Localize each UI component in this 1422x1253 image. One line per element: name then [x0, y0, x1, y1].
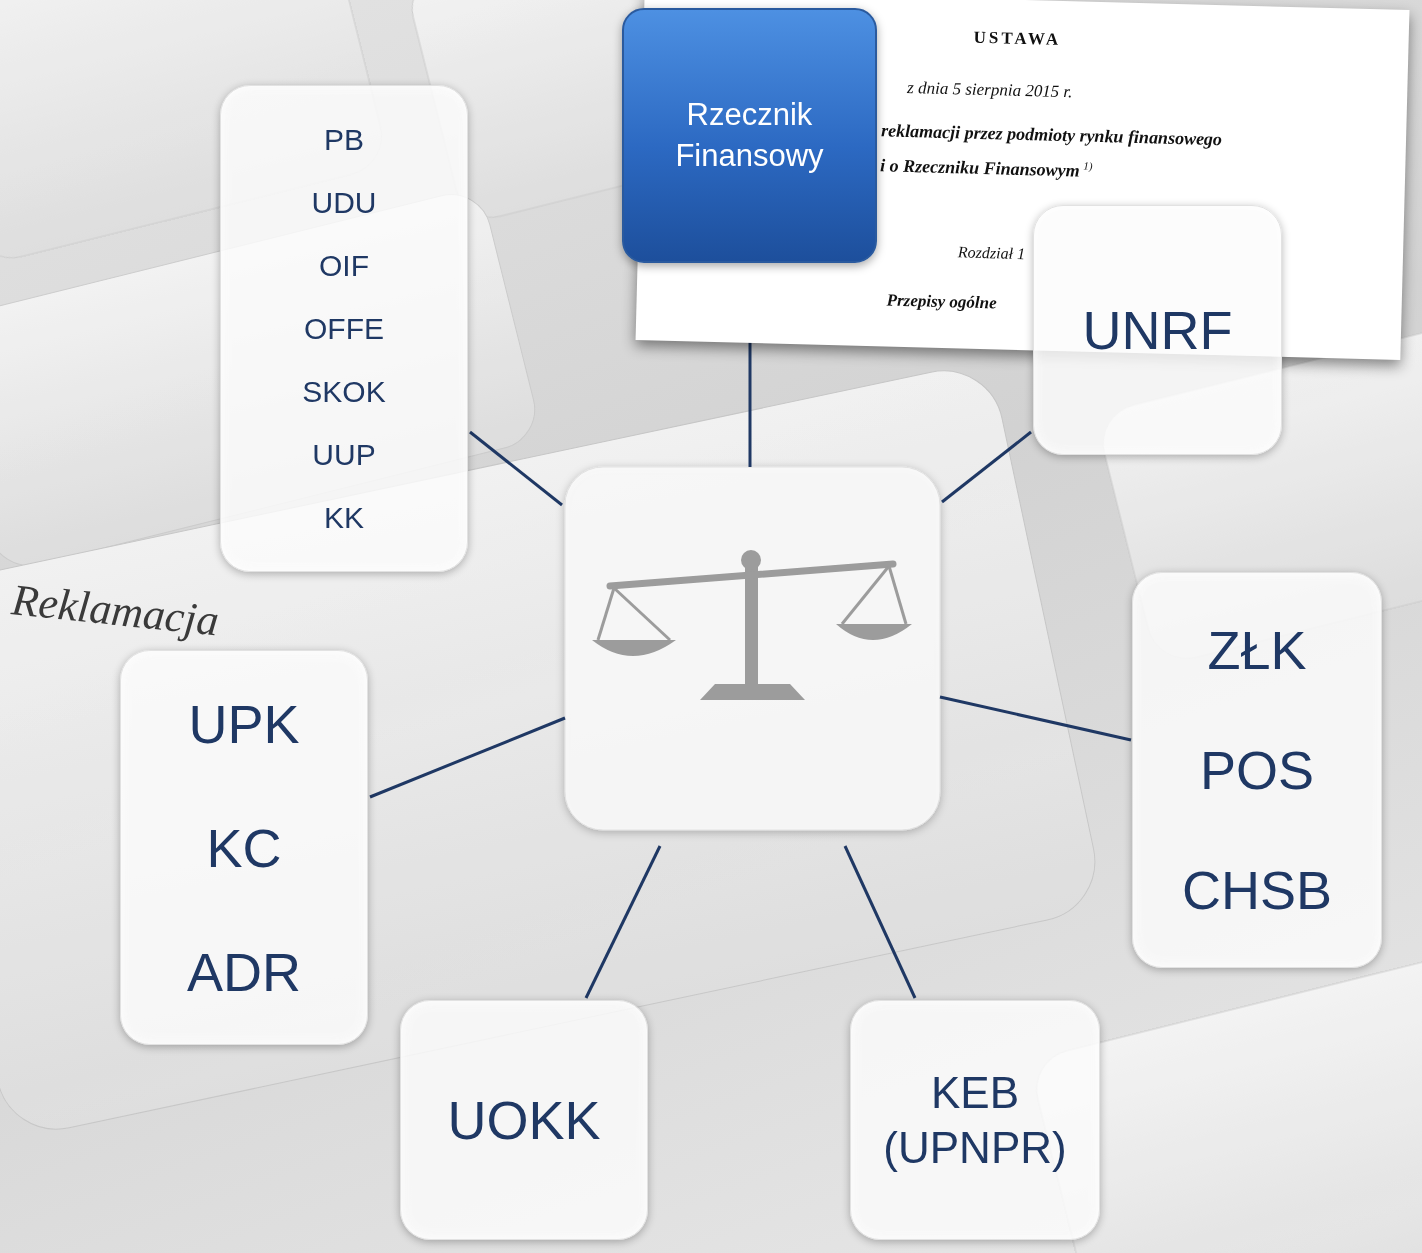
document-heading: reklamacji przez podmioty rynku finansow…	[881, 120, 1222, 149]
abbreviation-text: POS	[1200, 743, 1314, 797]
document-heading: i o Rzeczniku Finansowym	[880, 155, 1080, 180]
document-title: USTAWA	[973, 28, 1061, 49]
abbreviation-text: KK	[324, 503, 364, 533]
abbreviation-text: UOKK	[447, 1093, 600, 1147]
abbreviation-box: KEB (UPNPR)	[850, 1000, 1100, 1240]
footnote-mark-holder: 1)	[1083, 156, 1093, 174]
leader-line	[940, 697, 1131, 740]
abbreviation-text: PB	[324, 125, 364, 155]
abbreviation-text: OIF	[319, 251, 369, 281]
text-stack: ZŁK POS CHSB	[1182, 623, 1332, 917]
abbreviation-text: UDU	[312, 188, 377, 218]
abbreviation-text: ADR	[187, 945, 301, 999]
chapter-number-holder: Rozdział 1	[958, 243, 1026, 263]
text-stack: UOKK	[447, 1093, 600, 1147]
ombudsman-box: Rzecznik Finansowy	[622, 8, 877, 263]
text-stack: UPK KC ADR	[187, 697, 301, 999]
node-title: Rzecznik Finansowy	[675, 95, 823, 176]
center-box	[565, 467, 940, 830]
text-stack: PB UDU OIF OFFE SKOK UUP KK	[302, 125, 385, 533]
leader-line	[942, 432, 1031, 502]
document-heading-holder: i o Rzeczniku Finansowym	[880, 156, 1080, 181]
abbreviation-text: UNRF	[1083, 303, 1233, 357]
abbreviation-text: KEB (UPNPR)	[883, 1065, 1066, 1175]
document-title-holder: USTAWA	[973, 29, 1061, 50]
abbreviation-list-box: ZŁK POS CHSB	[1132, 572, 1382, 968]
watermark-text: Reklamacja	[9, 574, 221, 646]
leader-line	[470, 432, 562, 505]
footnote-mark: 1)	[1083, 160, 1092, 172]
abbreviation-text: SKOK	[302, 377, 385, 407]
text-stack: Rzecznik Finansowy	[675, 95, 823, 176]
leader-line	[586, 846, 660, 998]
document-date: z dnia 5 sierpnia 2015 r.	[907, 78, 1073, 101]
leader-line	[370, 718, 565, 797]
scales-icon	[592, 550, 912, 700]
document-date-holder: z dnia 5 sierpnia 2015 r.	[907, 79, 1073, 102]
abbreviation-list-box: PB UDU OIF OFFE SKOK UUP KK	[220, 85, 468, 572]
chapter-number: Rozdział 1	[958, 243, 1026, 262]
abbreviation-box: UNRF	[1033, 205, 1282, 455]
text-stack: KEB (UPNPR)	[883, 1065, 1066, 1175]
chapter-title-holder: Przepisy ogólne	[886, 291, 996, 313]
abbreviation-text: UUP	[312, 440, 375, 470]
text-stack: UNRF	[1083, 303, 1233, 357]
abbreviation-box: UOKK	[400, 1000, 648, 1240]
abbreviation-text: OFFE	[304, 314, 384, 344]
chapter-title: Przepisy ogólne	[886, 290, 996, 312]
abbreviation-text: KC	[206, 821, 281, 875]
abbreviation-text: CHSB	[1182, 863, 1332, 917]
document-heading-holder: reklamacji przez podmioty rynku finansow…	[881, 121, 1222, 150]
abbreviation-text: ZŁK	[1207, 623, 1306, 677]
abbreviation-text: UPK	[188, 697, 299, 751]
abbreviation-list-box: UPK KC ADR	[120, 650, 368, 1045]
leader-line	[845, 846, 915, 998]
